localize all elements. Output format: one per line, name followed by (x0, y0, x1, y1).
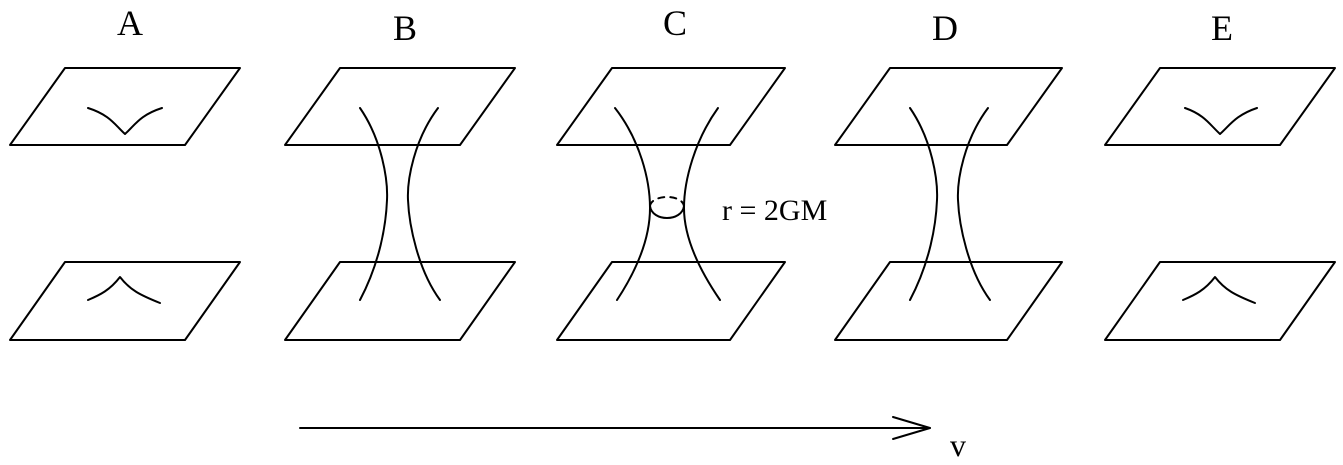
stage-a-lower-sheet (10, 262, 240, 340)
stage-b-throat-left (360, 108, 387, 300)
stage-c-upper-sheet (557, 68, 785, 145)
stage-d-upper-sheet (835, 68, 1062, 145)
stage-c-label: C (663, 3, 687, 43)
stage-e-upper-dimple (1185, 108, 1257, 134)
time-axis: v (300, 417, 966, 460)
stage-d-throat-left (910, 108, 937, 300)
stage-b-lower-sheet (285, 262, 515, 340)
stage-d-throat-right (958, 108, 990, 300)
stage-c: C r = 2GM (557, 3, 827, 340)
stage-c-horizon-ring-front (650, 206, 684, 218)
stage-b-upper-sheet (285, 68, 515, 145)
stage-b-label: B (393, 8, 417, 48)
stage-a-lower-dimple (88, 277, 160, 303)
stage-d-lower-sheet (835, 262, 1062, 340)
stage-c-lower-sheet (557, 262, 785, 340)
stage-e-lower-dimple (1183, 277, 1255, 303)
stage-b-throat-right (408, 108, 440, 300)
stage-a-upper-dimple (88, 108, 162, 134)
stage-e-label: E (1211, 8, 1233, 48)
stage-e-lower-sheet (1105, 262, 1335, 340)
stage-d: D (835, 8, 1062, 340)
stage-c-throat-right (684, 108, 720, 300)
stage-a-label: A (117, 3, 143, 43)
stage-e: E (1105, 8, 1335, 340)
stage-c-horizon-ring-back (650, 197, 684, 206)
stage-d-label: D (932, 8, 958, 48)
stage-b: B (285, 8, 515, 340)
throat-annotation: r = 2GM (722, 194, 827, 227)
stage-c-throat-left (615, 108, 650, 300)
stage-a: A (10, 3, 240, 340)
time-axis-label: v (950, 427, 966, 460)
